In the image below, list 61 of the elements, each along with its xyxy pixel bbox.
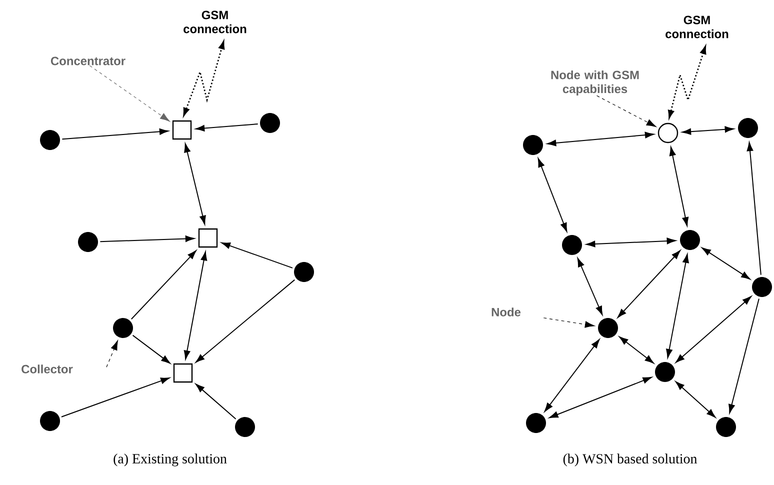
node-dot: [235, 417, 255, 437]
arrow: [619, 336, 654, 364]
arrow: [196, 123, 258, 132]
caption: (b) WSN based solution: [563, 454, 697, 466]
concentrator-box: [173, 363, 193, 383]
node-dot: [752, 277, 772, 297]
label-text: Node: [492, 308, 521, 316]
arrow: [100, 236, 194, 242]
arrow: [184, 143, 206, 225]
leader-line: [106, 340, 118, 368]
arrow: [702, 247, 750, 280]
wireless-link-arrow: [668, 46, 706, 118]
node-dot: [40, 411, 60, 431]
node-dot: [523, 135, 543, 155]
arrow: [62, 128, 169, 140]
arrow: [675, 381, 716, 418]
arrow: [184, 251, 208, 360]
node-dot: [113, 318, 133, 338]
label-text: Concentrator: [50, 56, 126, 66]
label-text: Node with GSM capabilities: [551, 70, 639, 96]
leader-line: [543, 318, 595, 328]
node-dot: [562, 235, 582, 255]
arrow: [586, 238, 676, 248]
leader-line: [596, 95, 656, 127]
arrow: [682, 126, 734, 135]
label-text: Collector: [22, 364, 73, 374]
node-dot: [655, 362, 675, 382]
arrow: [549, 376, 652, 418]
node-dot: [738, 118, 758, 138]
label-text: GSM connection: [184, 10, 246, 34]
node-dot: [598, 318, 618, 338]
arrow: [669, 146, 689, 226]
arrow: [666, 254, 689, 358]
arrow: [617, 250, 681, 318]
arrow: [547, 132, 654, 146]
label-text: GSM connection: [666, 16, 728, 38]
arrow: [221, 242, 293, 268]
arrow: [746, 142, 762, 276]
arrow: [675, 296, 752, 363]
arrow: [538, 158, 568, 232]
arrow: [195, 279, 296, 363]
gsm-node-circle: [658, 122, 678, 144]
node-dot: [260, 113, 280, 133]
node-dot: [716, 417, 736, 437]
leader-line: [89, 65, 170, 122]
node-dot: [294, 262, 314, 282]
arrow: [132, 334, 170, 364]
node-dot: [78, 232, 98, 252]
arrow: [577, 258, 603, 316]
arrow: [544, 339, 600, 412]
arrow: [130, 250, 196, 320]
concentrator-box: [198, 228, 218, 248]
caption: (a) Existing solution: [114, 454, 227, 466]
arrow: [195, 384, 236, 420]
node-dot: [680, 230, 700, 250]
concentrator-box: [172, 120, 192, 140]
node-dot: [526, 413, 546, 433]
arrow: [728, 298, 760, 414]
wireless-link-arrow: [183, 40, 225, 116]
arrow: [60, 377, 170, 418]
node-dot: [40, 130, 60, 150]
